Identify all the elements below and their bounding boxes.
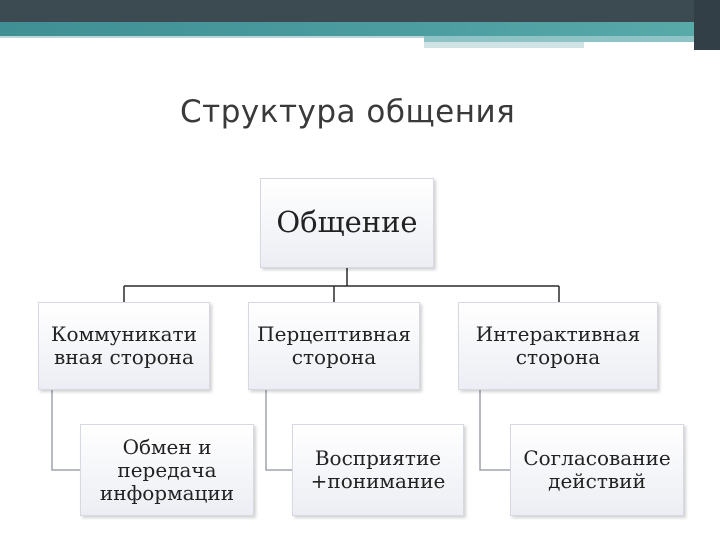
node-information-exchange-line-1: Обмен и: [122, 434, 212, 459]
slide-title: Структура общения: [180, 94, 516, 130]
connector-b2-to-c2: [265, 390, 292, 471]
node-interactive-line-2: сторона: [515, 345, 601, 369]
header-band-dark: [0, 0, 694, 22]
node-perception-understanding: Восприятие +понимание: [292, 424, 464, 516]
header-band-teal: [0, 22, 694, 36]
node-perceptive-line-1: Перцептивная: [257, 322, 411, 346]
node-perceptive-line-2: сторона: [291, 345, 377, 369]
node-interactive: Интерактивная сторона: [458, 302, 658, 390]
node-action-coordination-line-1: Согласование: [523, 446, 671, 470]
connector-b1-to-c1: [51, 390, 80, 471]
node-communicative: Коммуникати вная сторона: [38, 302, 210, 390]
node-information-exchange-line-2: передача: [117, 457, 217, 482]
node-information-exchange: Обмен и передача информации: [80, 424, 254, 516]
node-information-exchange-line-3: информации: [99, 480, 235, 505]
header-band-lighter: [424, 42, 584, 48]
node-perception-understanding-line-1: Восприятие: [314, 446, 442, 470]
header-band-corner: [694, 0, 720, 50]
node-root: Общение: [260, 178, 434, 268]
node-perceptive: Перцептивная сторона: [248, 302, 420, 390]
node-root-label: Общение: [276, 205, 418, 240]
header-band-thin: [0, 36, 424, 38]
node-communicative-line-1: Коммуникати: [51, 322, 197, 346]
header-band-light: [424, 36, 694, 42]
node-perception-understanding-line-2: +понимание: [310, 469, 446, 493]
node-communicative-line-2: вная сторона: [54, 345, 194, 369]
connector-b3-to-c3: [479, 390, 510, 471]
node-action-coordination: Согласование действий: [510, 424, 684, 516]
node-action-coordination-line-2: действий: [548, 469, 646, 493]
node-interactive-line-1: Интерактивная: [475, 322, 641, 346]
